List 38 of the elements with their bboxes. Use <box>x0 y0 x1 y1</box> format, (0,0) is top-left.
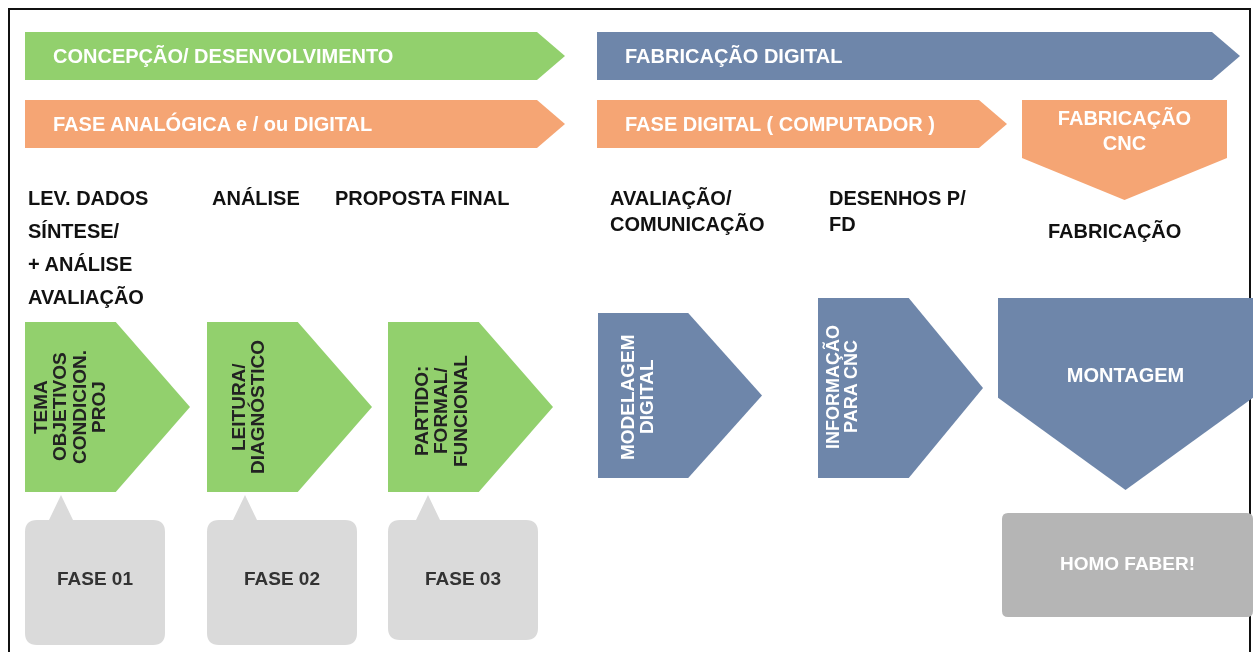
step-label: INFORMAÇÃO PARA CNC <box>824 324 861 451</box>
step-label: TEMA OBJETIVOS CONDICION. PROJ <box>31 349 109 466</box>
phase-banner <box>597 100 1007 148</box>
speech-bubble <box>388 495 538 640</box>
step-block <box>388 322 553 492</box>
step-block <box>598 313 762 478</box>
column-heading: DESENHOS P/ FD <box>829 186 967 237</box>
phase-banner <box>25 32 565 80</box>
step-label: PARTIDO: FORMAL/ FUNCIONAL <box>412 354 471 469</box>
step-label: MODELAGEM DIGITAL <box>618 333 657 462</box>
step-block <box>818 298 983 478</box>
step-label: LEITURA/ DIAGNÓSTICO <box>229 338 268 477</box>
column-heading: PROPOSTA FINAL <box>335 186 510 211</box>
column-heading: FABRICAÇÃO <box>1048 219 1182 244</box>
phase-label: FABRICAÇÃO CNC <box>1056 106 1193 156</box>
box-label: HOMO FABER! <box>1058 553 1197 575</box>
phase-banner <box>25 100 565 148</box>
phase-banner <box>597 32 1240 80</box>
column-heading: LEV. DADOS <box>28 186 149 211</box>
phase-label: FASE 03 <box>423 568 502 590</box>
banner-label: FABRICAÇÃO DIGITAL <box>625 43 843 69</box>
speech-bubble <box>25 495 165 645</box>
step-block <box>207 322 372 492</box>
banner-label: CONCEPÇÃO/ DESENVOLVIMENTO <box>53 43 394 69</box>
phase-label: FASE 01 <box>55 568 134 590</box>
speech-bubble <box>207 495 357 645</box>
banner-label: FASE ANALÓGICA e / ou DIGITAL <box>53 111 373 137</box>
banner-label: FASE DIGITAL ( COMPUTADOR ) <box>625 111 935 137</box>
column-heading: AVALIAÇÃO/ COMUNICAÇÃO <box>610 186 766 237</box>
phase-block <box>1022 100 1227 200</box>
column-heading: ANÁLISE <box>212 186 300 211</box>
step-block <box>25 322 190 492</box>
column-heading: + ANÁLISE <box>28 252 133 277</box>
step-label: MONTAGEM <box>1065 364 1186 387</box>
column-heading: SÍNTESE/ <box>28 219 120 244</box>
phase-label: FASE 02 <box>242 568 321 590</box>
rounded-box <box>1002 513 1253 617</box>
step-block <box>998 298 1253 490</box>
